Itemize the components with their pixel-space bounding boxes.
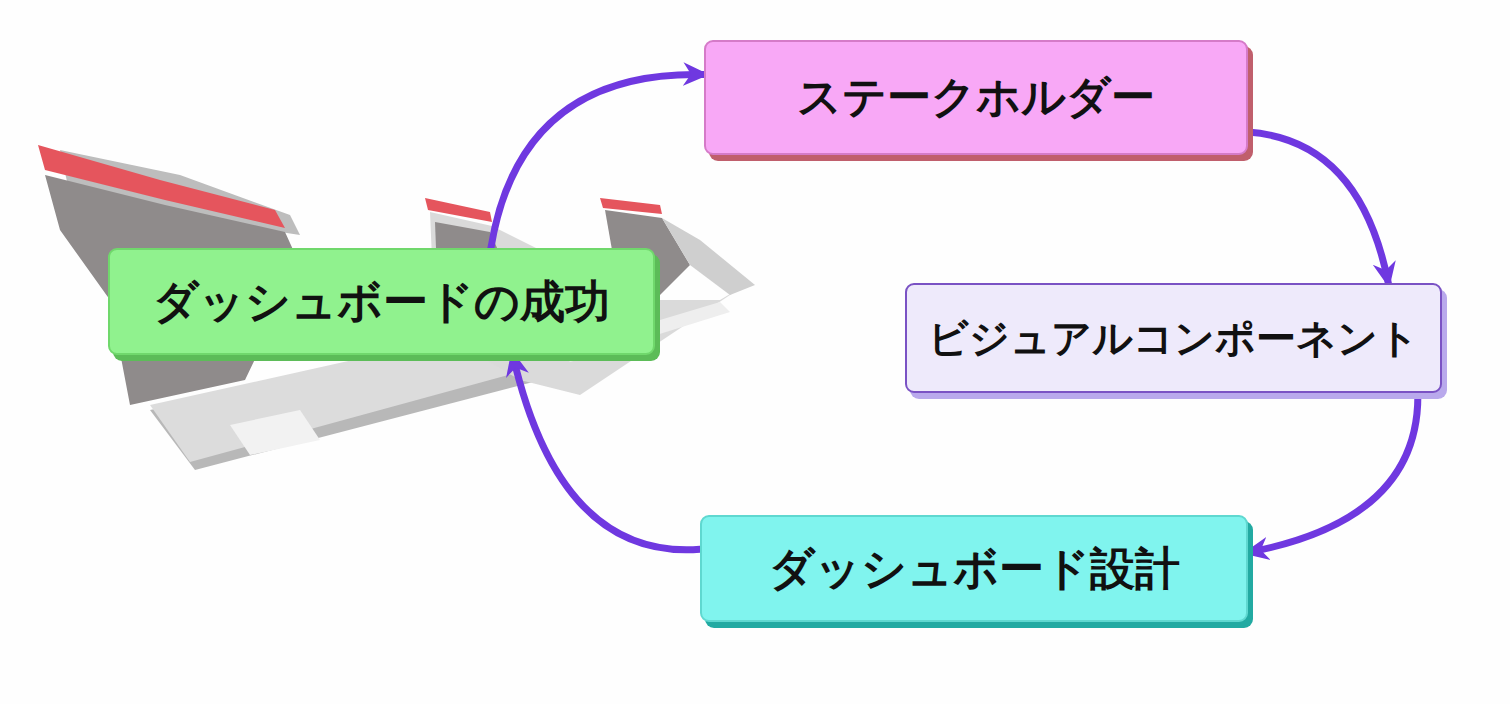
- curved-arrow: [513, 355, 700, 550]
- box-label: ビジュアルコンポーネント: [928, 315, 1419, 361]
- process-box: ダッシュボードの成功: [108, 248, 655, 355]
- box-label: ダッシュボード設計: [769, 543, 1180, 595]
- process-box: ビジュアルコンポーネント: [905, 283, 1442, 393]
- curved-arrow: [1248, 393, 1418, 552]
- curved-arrow: [1248, 132, 1388, 283]
- box-label: ステークホルダー: [797, 72, 1155, 123]
- sheet-panel: [230, 410, 320, 455]
- paper-sheets: [38, 145, 755, 470]
- process-box: ステークホルダー: [704, 40, 1248, 155]
- sheet: [662, 218, 755, 295]
- process-box: ダッシュボード設計: [700, 515, 1248, 622]
- curved-arrow: [491, 74, 704, 248]
- box-label: ダッシュボードの成功: [153, 276, 610, 328]
